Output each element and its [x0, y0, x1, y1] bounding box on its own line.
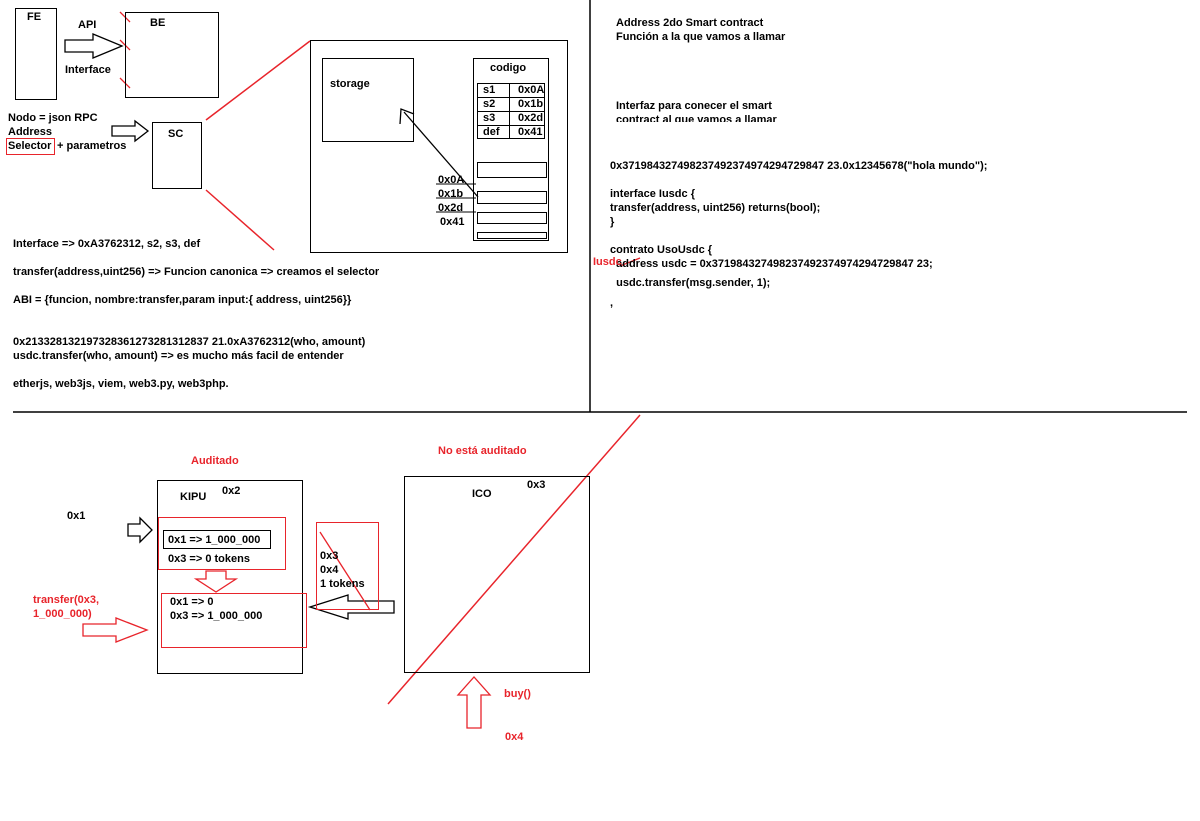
crossed-line: 1 tokens [320, 578, 365, 590]
after-line: 0x3 => 1_000_000 [170, 610, 263, 622]
side-addr: 0x2d [438, 202, 464, 214]
tr-line2: Función a la que vamos a llamar [616, 31, 786, 43]
code-row-s2-name: s2 [483, 98, 496, 110]
note-usdc-call: usdc.transfer(who, amount) => es mucho m… [13, 350, 344, 362]
interface-label: Interface [65, 64, 111, 76]
storage-box [322, 58, 414, 142]
ico-box [404, 476, 590, 673]
nodo-label: Nodo = json RPC [8, 112, 98, 124]
after-line: 0x1 => 0 [170, 596, 214, 608]
tr-code-line: transfer(address, uint256) returns(bool)… [610, 202, 821, 214]
ico-strike [387, 414, 641, 705]
tr-code-line: contrato UsoUsdc { [610, 244, 713, 256]
transfer-arrow [82, 617, 149, 643]
contract-box [310, 40, 568, 253]
buy-label: buy() [504, 688, 531, 700]
code-slot [477, 162, 547, 178]
ico-label: ICO [472, 488, 492, 500]
address-label: Address [8, 126, 53, 138]
transfer-call-label: transfer(0x3, 1_000_000) [33, 594, 100, 620]
code-row-def-name: def [483, 126, 500, 138]
before-state-box [158, 517, 286, 570]
buy-arrow [456, 676, 492, 729]
auditado-label: Auditado [191, 455, 239, 467]
note-interface: Interface => 0xA3762312, s2, s3, def [13, 238, 201, 250]
tr-tick: , [610, 297, 614, 309]
crossed-line: 0x3 [320, 550, 339, 562]
sc-label: SC [168, 128, 184, 140]
code-row-def-addr: 0x41 [518, 126, 543, 138]
sc-box [152, 122, 202, 189]
sc-arrow [111, 119, 150, 143]
before-highlight [163, 530, 271, 549]
api-label: API [78, 19, 97, 31]
codigo-label: codigo [490, 62, 527, 74]
crossed-strike [319, 531, 371, 611]
code-row-s3-name: s3 [483, 112, 496, 124]
tr-line4: contract al que vamos a llamar [616, 114, 777, 122]
crossed-box [316, 522, 379, 610]
tr-code-line: usdc.transfer(msg.sender, 1); [610, 277, 771, 289]
fe-box [15, 8, 57, 100]
code-to-storage-arrowhead [399, 108, 415, 125]
ico-to-kipu-arrow [307, 594, 395, 620]
code-row-s1-name: s1 [483, 84, 496, 96]
code-slot [477, 191, 547, 204]
code-slot [477, 212, 547, 224]
code-to-storage-arrow [403, 111, 479, 198]
caller-addr: 0x1 [67, 510, 86, 522]
caller-arrow [127, 516, 153, 544]
tr-code-line: } [610, 216, 615, 228]
kipu-box [157, 480, 303, 674]
selector-label: Selector [8, 140, 52, 152]
side-addr: 0x1b [438, 188, 464, 200]
before-line: 0x1 => 1_000_000 [168, 534, 261, 546]
before-line: 0x3 => 0 tokens [168, 553, 250, 565]
api-arrow [64, 33, 124, 59]
crossed-line: 0x4 [320, 564, 339, 576]
note-abi: ABI = {funcion, nombre:transfer,param in… [13, 294, 352, 306]
zoom-line-top [205, 40, 311, 121]
storage-label: storage [330, 78, 370, 90]
codigo-box [473, 58, 549, 241]
selector-highlight [6, 138, 55, 155]
iusdc-mark: Iusdc [593, 256, 622, 268]
kipu-label: KIPU [180, 491, 207, 503]
buyer-addr: 0x4 [505, 731, 524, 743]
code-slot [477, 232, 547, 239]
be-label: BE [150, 17, 166, 29]
code-row-s1-addr: 0x0A [518, 84, 545, 96]
code-row-s3-addr: 0x2d [518, 112, 544, 124]
tr-line3: Interfaz para conecer el smart [616, 100, 772, 112]
iusdc-strike [619, 257, 641, 267]
tr-raw-call: 0x371984327498237492374974294729847 23.0… [610, 160, 988, 172]
tr-line1: Address 2do Smart contract [616, 17, 764, 29]
tr-code-line: interface Iusdc { [610, 188, 695, 200]
kipu-addr: 0x2 [222, 485, 241, 497]
zoom-line-bottom [205, 189, 275, 251]
code-row-s2-addr: 0x1b [518, 98, 544, 110]
ico-addr: 0x3 [527, 479, 546, 491]
tr-code-line: address usdc = 0x37198432749823749237497… [610, 258, 933, 270]
note-raw-call: 0x213328132197328361273281312837 21.0xA3… [13, 336, 366, 348]
parametros-label: + parametros [57, 140, 127, 152]
no-auditado-label: No está auditado [438, 445, 527, 457]
after-state-box [161, 593, 307, 648]
note-transfer: transfer(address,uint256) => Funcion can… [13, 266, 380, 278]
side-addr: 0x0A [438, 174, 465, 186]
side-addr: 0x41 [440, 216, 465, 228]
be-box [125, 12, 219, 98]
note-libraries: etherjs, web3js, viem, web3.py, web3php. [13, 378, 229, 390]
fe-label: FE [27, 11, 42, 23]
